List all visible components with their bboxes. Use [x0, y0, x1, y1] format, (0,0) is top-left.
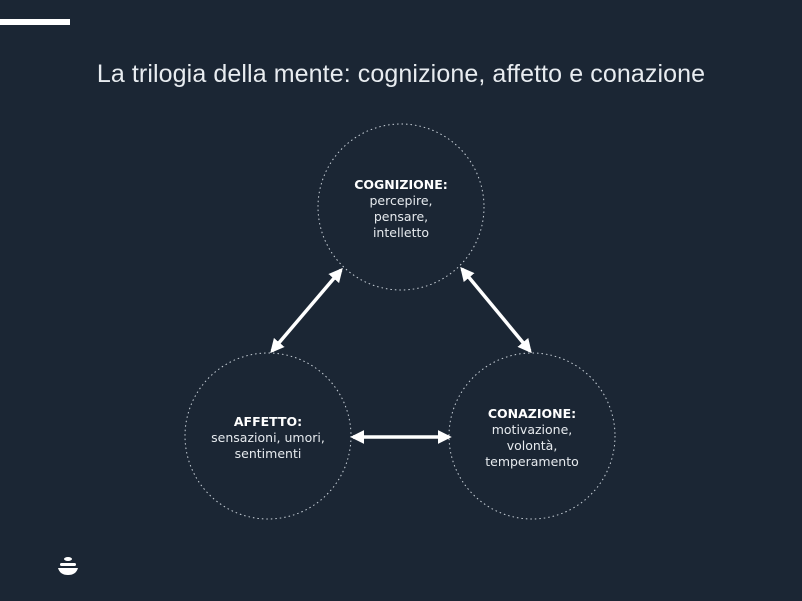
cognizione-heading: COGNIZIONE: [354, 177, 448, 192]
arrow-cognizione-conazione [460, 266, 532, 354]
cognizione-line: intelletto [372, 225, 430, 240]
cognizione-circle [317, 123, 485, 291]
affetto-line: sensazioni, umori, [211, 430, 325, 445]
conazione-circle [448, 352, 616, 520]
conazione-heading: CONAZIONE: [487, 406, 577, 421]
conazione-line: volontà, [506, 438, 558, 453]
affetto-heading: AFFETTO: [233, 414, 303, 429]
conazione-node: CONAZIONE: motivazione, volontà, tempera… [449, 406, 615, 470]
top-accent-bar [0, 19, 70, 25]
affetto-line: sentimenti [234, 446, 302, 461]
cognizione-node: COGNIZIONE: percepire, pensare, intellet… [318, 177, 484, 241]
stacked-stones-logo-icon [58, 557, 78, 575]
conazione-line: motivazione, [491, 422, 573, 437]
cognizione-line: pensare, [373, 209, 429, 224]
affetto-node: AFFETTO: sensazioni, umori, sentimenti [185, 414, 351, 462]
conazione-line: temperamento [485, 454, 579, 469]
page-title: La trilogia della mente: cognizione, aff… [96, 60, 706, 88]
cognizione-line: percepire, [369, 193, 433, 208]
arrow-cognizione-affetto [270, 267, 343, 354]
